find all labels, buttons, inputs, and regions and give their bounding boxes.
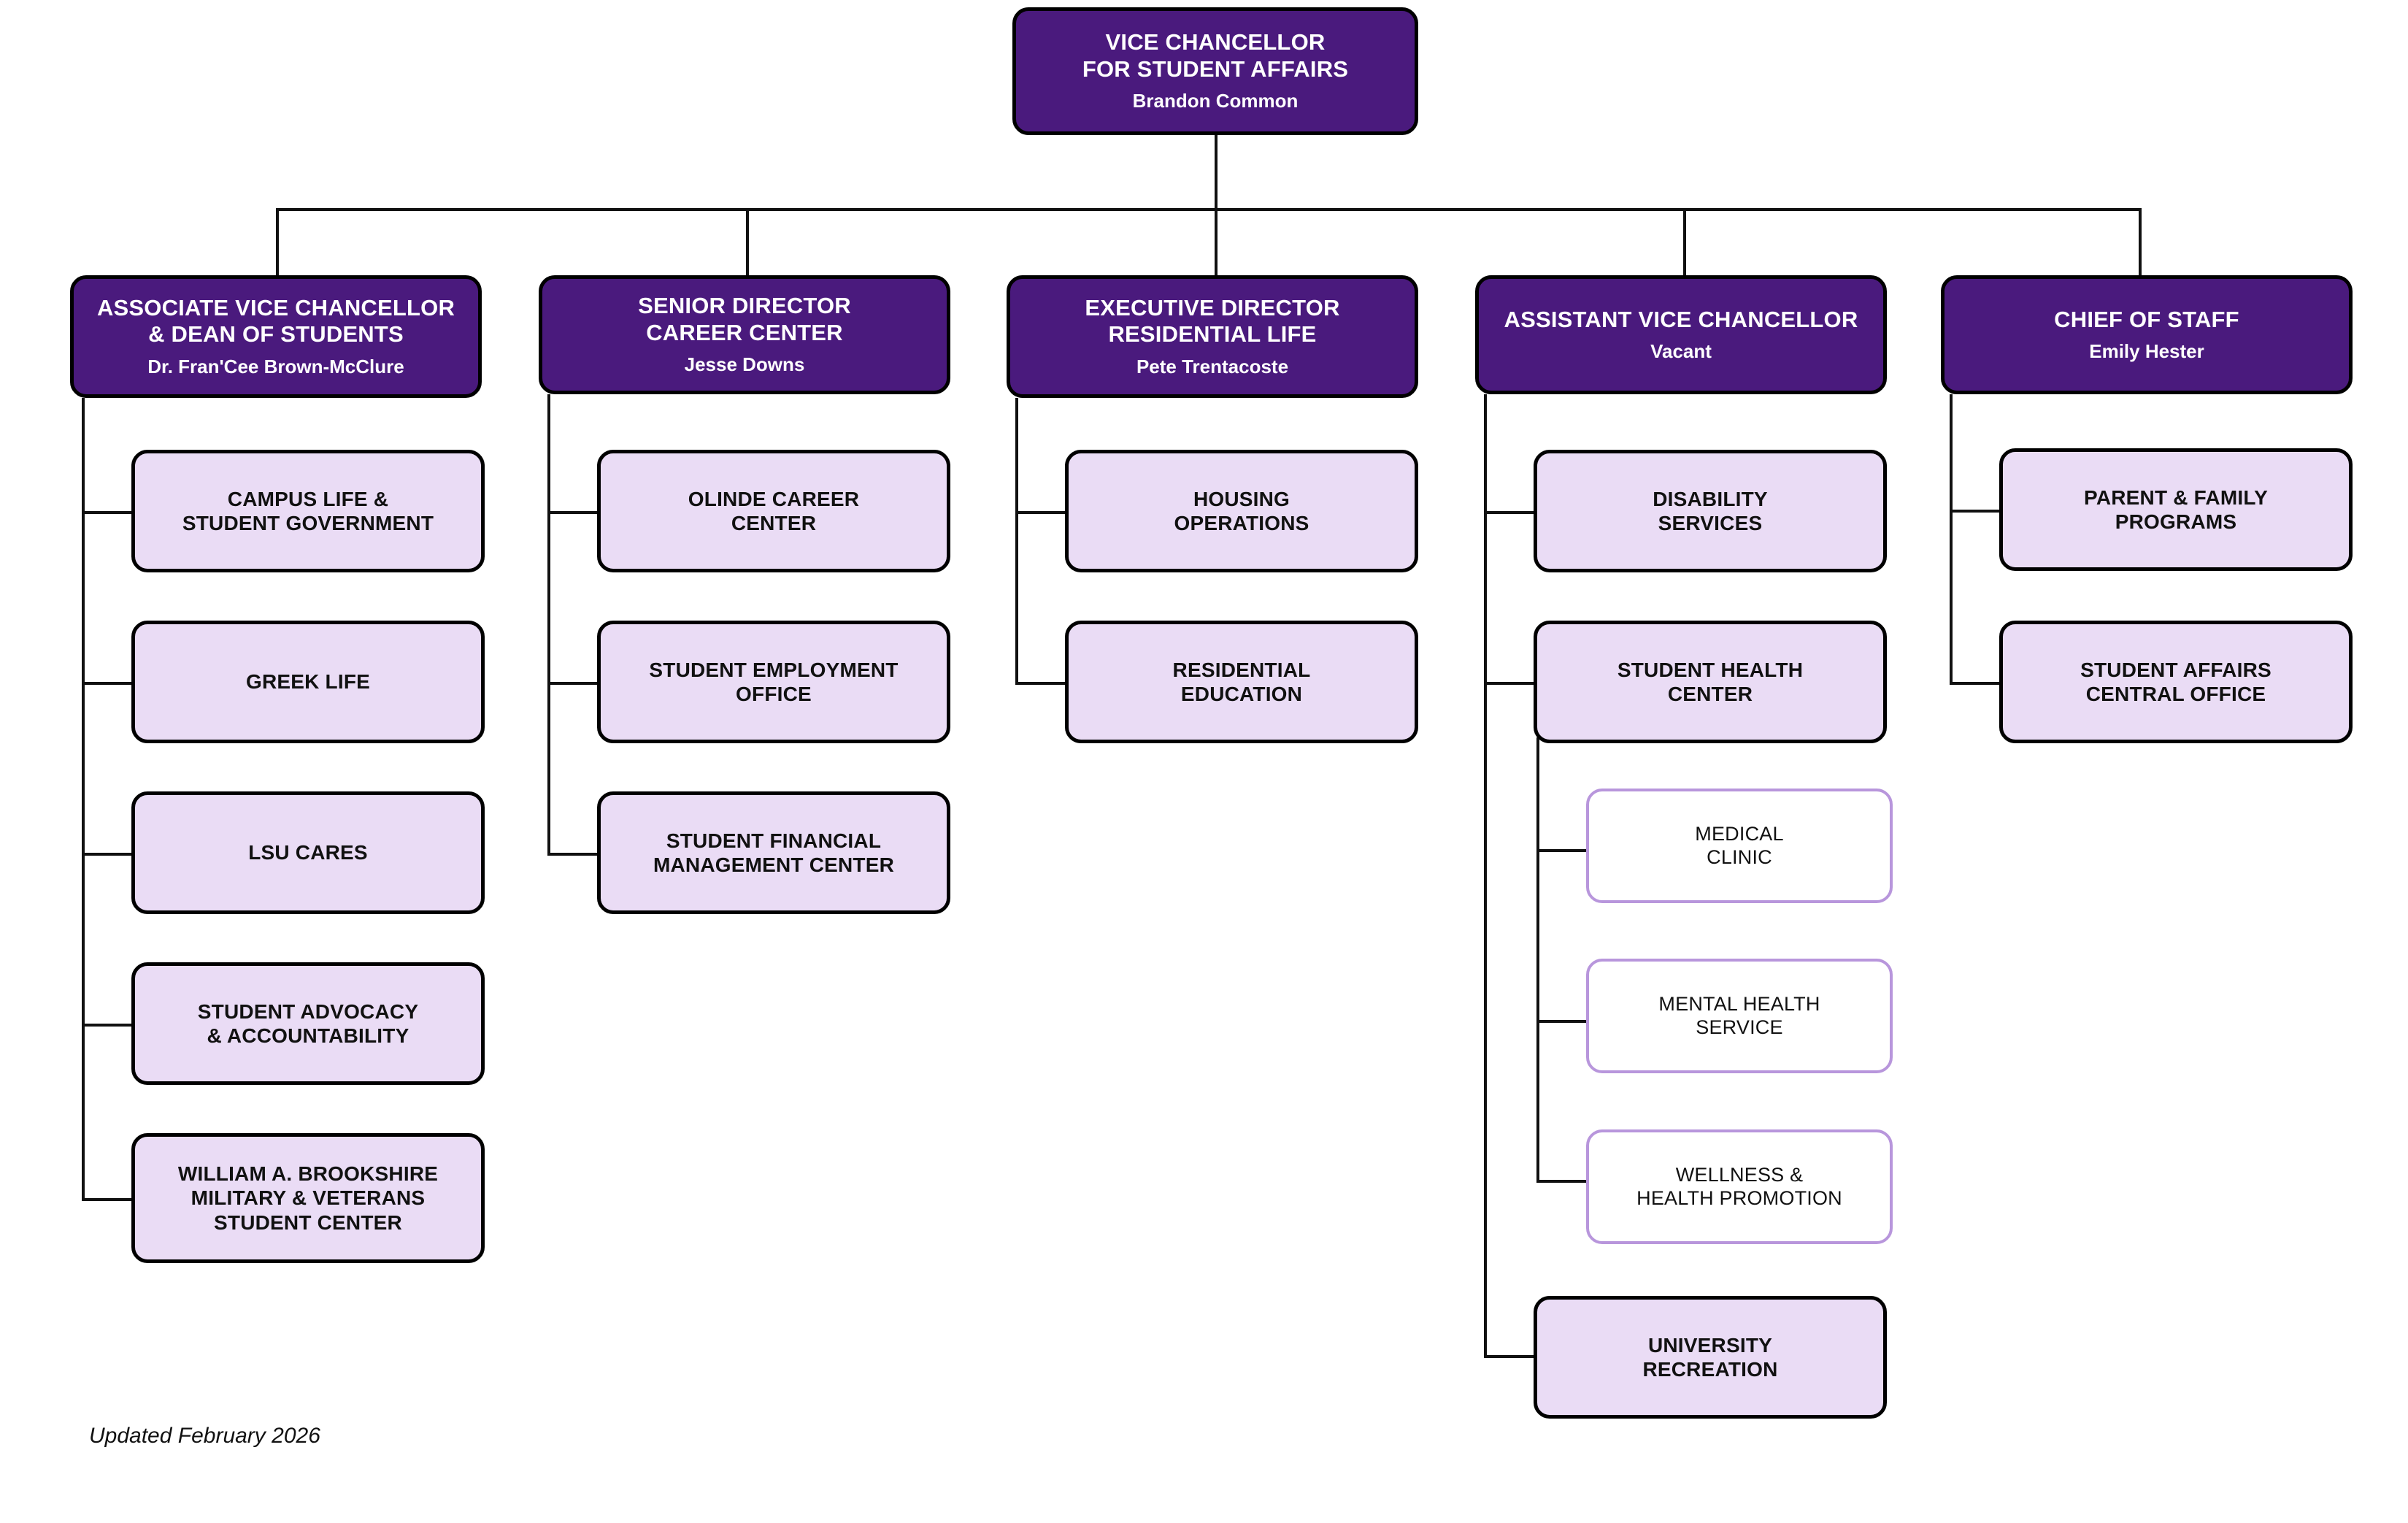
connector-stub-col3-2: [1015, 682, 1066, 685]
node-greek-life[interactable]: GREEK LIFE: [131, 621, 485, 743]
node-residential-education[interactable]: RESIDENTIAL EDUCATION: [1065, 621, 1418, 743]
connector-stub-col2-2: [547, 682, 599, 685]
connector-root-stem: [1215, 131, 1218, 210]
node-title: CAMPUS LIFE & STUDENT GOVERNMENT: [182, 487, 434, 534]
node-senior-director-career-center[interactable]: SENIOR DIRECTOR CAREER CENTER Jesse Down…: [539, 275, 950, 394]
node-campus-life-student-government[interactable]: CAMPUS LIFE & STUDENT GOVERNMENT: [131, 450, 485, 572]
connector-stub-health-2: [1536, 1020, 1588, 1023]
connector-drop-col3: [1215, 208, 1218, 277]
node-title: DISABILITY SERVICES: [1653, 487, 1768, 534]
node-vice-chancellor-student-affairs[interactable]: VICE CHANCELLOR FOR STUDENT AFFAIRS Bran…: [1012, 7, 1418, 135]
node-disability-services[interactable]: DISABILITY SERVICES: [1534, 450, 1887, 572]
node-medical-clinic[interactable]: MEDICAL CLINIC: [1586, 789, 1893, 903]
connector-trunk-col1: [82, 398, 85, 1201]
node-lsu-cares[interactable]: LSU CARES: [131, 791, 485, 914]
node-title: STUDENT FINANCIAL MANAGEMENT CENTER: [653, 829, 895, 876]
node-title: HOUSING OPERATIONS: [1174, 487, 1309, 534]
connector-stub-col5-2: [1950, 682, 2001, 685]
node-person: Jesse Downs: [684, 353, 805, 376]
node-student-financial-management-center[interactable]: STUDENT FINANCIAL MANAGEMENT CENTER: [597, 791, 950, 914]
connector-stub-col2-3: [547, 853, 599, 856]
connector-stub-col4-3: [1484, 1355, 1535, 1358]
node-title: EXECUTIVE DIRECTOR RESIDENTIAL LIFE: [1085, 294, 1340, 348]
node-title: ASSISTANT VICE CHANCELLOR: [1504, 306, 1858, 332]
node-title: UNIVERSITY RECREATION: [1642, 1333, 1778, 1381]
node-title: OLINDE CAREER CENTER: [688, 487, 860, 534]
node-title: STUDENT AFFAIRS CENTRAL OFFICE: [2080, 658, 2272, 705]
node-executive-director-residential-life[interactable]: EXECUTIVE DIRECTOR RESIDENTIAL LIFE Pete…: [1007, 275, 1418, 398]
connector-stub-col1-4: [82, 1024, 133, 1027]
node-person: Pete Trentacoste: [1136, 355, 1289, 377]
node-olinde-career-center[interactable]: OLINDE CAREER CENTER: [597, 450, 950, 572]
node-title: GREEK LIFE: [245, 670, 370, 694]
node-title: CHIEF OF STAFF: [2054, 306, 2239, 332]
node-student-health-center[interactable]: STUDENT HEALTH CENTER: [1534, 621, 1887, 743]
connector-drop-col4: [1683, 208, 1686, 277]
node-student-affairs-central-office[interactable]: STUDENT AFFAIRS CENTRAL OFFICE: [1999, 621, 2353, 743]
connector-stub-col1-5: [82, 1198, 133, 1201]
node-person: Dr. Fran'Cee Brown-McClure: [147, 355, 404, 377]
node-assistant-vice-chancellor[interactable]: ASSISTANT VICE CHANCELLOR Vacant: [1475, 275, 1887, 394]
node-associate-vice-chancellor-dean-of-students[interactable]: ASSOCIATE VICE CHANCELLOR & DEAN OF STUD…: [70, 275, 482, 398]
connector-stub-col1-1: [82, 511, 133, 514]
node-university-recreation[interactable]: UNIVERSITY RECREATION: [1534, 1296, 1887, 1419]
node-title: STUDENT ADVOCACY & ACCOUNTABILITY: [197, 1000, 419, 1047]
connector-trunk-health-center: [1536, 737, 1539, 1183]
connector-stub-col4-1: [1484, 511, 1535, 514]
node-title: WELLNESS & HEALTH PROMOTION: [1636, 1163, 1842, 1209]
node-title: ASSOCIATE VICE CHANCELLOR & DEAN OF STUD…: [96, 294, 455, 348]
connector-stub-col4-2: [1484, 682, 1535, 685]
node-mental-health-service[interactable]: MENTAL HEALTH SERVICE: [1586, 959, 1893, 1073]
node-title: MENTAL HEALTH SERVICE: [1658, 992, 1820, 1038]
connector-stub-col5-1: [1950, 510, 2001, 513]
node-wellness-health-promotion[interactable]: WELLNESS & HEALTH PROMOTION: [1586, 1129, 1893, 1244]
connector-trunk-col2: [547, 394, 550, 856]
connector-stub-col1-3: [82, 853, 133, 856]
connector-stub-health-1: [1536, 849, 1588, 852]
node-title: SENIOR DIRECTOR CAREER CENTER: [638, 293, 851, 345]
node-housing-operations[interactable]: HOUSING OPERATIONS: [1065, 450, 1418, 572]
connector-stub-health-3: [1536, 1180, 1588, 1183]
node-student-employment-office[interactable]: STUDENT EMPLOYMENT OFFICE: [597, 621, 950, 743]
connector-drop-col2: [746, 208, 749, 277]
node-title: PARENT & FAMILY PROGRAMS: [2084, 486, 2268, 533]
node-student-advocacy-accountability[interactable]: STUDENT ADVOCACY & ACCOUNTABILITY: [131, 962, 485, 1085]
connector-trunk-col4: [1484, 394, 1487, 1358]
node-parent-family-programs[interactable]: PARENT & FAMILY PROGRAMS: [1999, 448, 2353, 571]
connector-drop-col5: [2139, 208, 2142, 277]
node-person: Emily Hester: [2089, 340, 2204, 363]
node-person: Brandon Common: [1132, 90, 1299, 112]
node-title: WILLIAM A. BROOKSHIRE MILITARY & VETERAN…: [177, 1162, 439, 1234]
connector-stub-col1-2: [82, 682, 133, 685]
node-title: STUDENT EMPLOYMENT OFFICE: [649, 658, 899, 705]
node-title: VICE CHANCELLOR FOR STUDENT AFFAIRS: [1082, 29, 1349, 82]
connector-drop-col1: [276, 208, 279, 277]
node-title: MEDICAL CLINIC: [1695, 822, 1784, 868]
connector-stub-col2-1: [547, 511, 599, 514]
node-title: STUDENT HEALTH CENTER: [1617, 658, 1804, 705]
updated-label: Updated February 2026: [89, 1424, 320, 1448]
node-person: Vacant: [1650, 340, 1712, 363]
connector-trunk-col3: [1015, 398, 1018, 685]
node-title: RESIDENTIAL EDUCATION: [1172, 658, 1311, 705]
node-title: LSU CARES: [248, 841, 368, 864]
connector-main-bus: [276, 208, 2142, 211]
connector-stub-col3-1: [1015, 511, 1066, 514]
connector-trunk-col5: [1950, 394, 1953, 685]
node-william-a-brookshire-military-veterans-student-center[interactable]: WILLIAM A. BROOKSHIRE MILITARY & VETERAN…: [131, 1133, 485, 1263]
node-chief-of-staff[interactable]: CHIEF OF STAFF Emily Hester: [1941, 275, 2353, 394]
